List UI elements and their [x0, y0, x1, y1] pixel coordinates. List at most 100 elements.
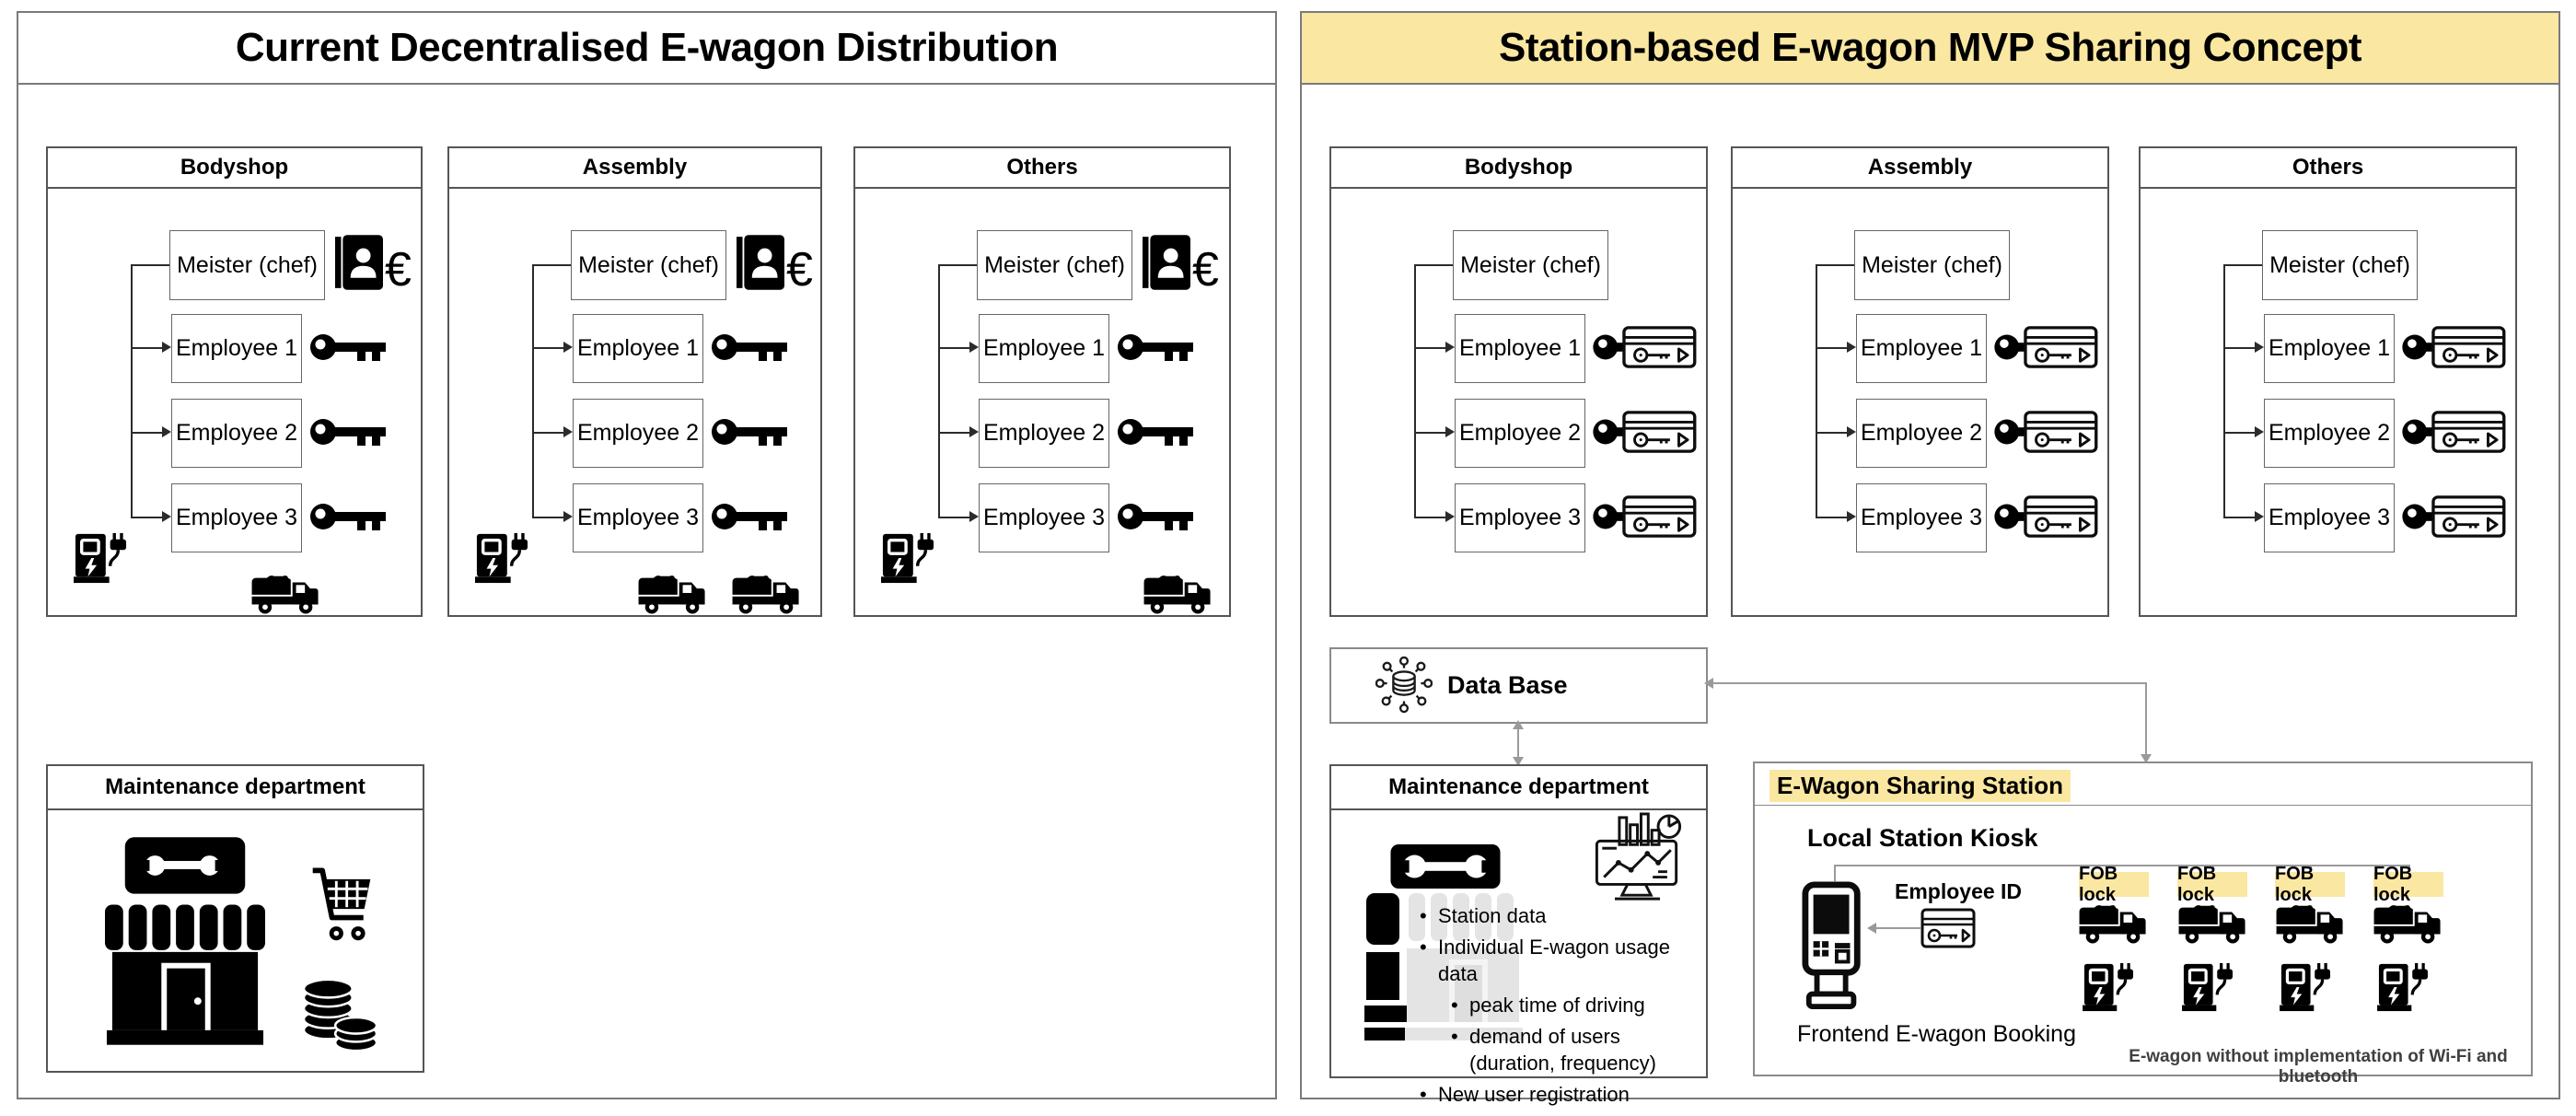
fob-lock-label: FOB lock — [2177, 864, 2247, 905]
employee-id-card-icon — [1920, 908, 1976, 948]
bullet-item: Station data — [1416, 902, 1694, 929]
dept-header: Assembly — [449, 148, 820, 189]
maintenance-header: Maintenance department — [48, 766, 423, 810]
key-fob-card-icon — [1992, 410, 2101, 454]
key-icon — [711, 329, 788, 366]
dump-truck-icon — [2176, 900, 2251, 944]
employee-box: Employee 1 — [2264, 314, 2395, 383]
connector-station-to-database — [1708, 682, 2147, 684]
euro-symbol: € — [385, 243, 412, 296]
fob-lock-label: FOB lock — [2275, 864, 2345, 905]
key-icon — [1117, 329, 1194, 366]
frontend-booking-label: Frontend E-wagon Booking — [1797, 1021, 2076, 1047]
dump-truck-icon — [1141, 570, 1216, 614]
charging-station-icon — [2280, 962, 2331, 1012]
employee-box: Employee 1 — [1856, 314, 1987, 383]
dept-others-right: Others Meister (chef) Employee 1 Employe… — [2139, 146, 2517, 617]
dept-header: Others — [855, 148, 1229, 189]
employee-box: Employee 1 — [979, 314, 1109, 383]
key-icon — [309, 329, 387, 366]
key-fob-card-icon — [1992, 325, 2101, 369]
left-panel: Current Decentralised E-wagon Distributi… — [17, 11, 1277, 1099]
meister-box: Meister (chef) — [1854, 230, 2010, 300]
dept-header: Others — [2141, 148, 2515, 189]
key-fob-card-icon — [2400, 410, 2509, 454]
contacts-book-icon — [335, 234, 383, 291]
database-label: Data Base — [1447, 671, 1568, 699]
employee-box: Employee 1 — [171, 314, 302, 383]
employee-box: Employee 3 — [979, 483, 1109, 552]
meister-box: Meister (chef) — [169, 230, 325, 300]
euro-symbol: € — [1192, 243, 1219, 296]
database-box: Data Base — [1329, 647, 1708, 724]
meister-box: Meister (chef) — [571, 230, 726, 300]
key-icon — [1117, 498, 1194, 535]
key-icon — [309, 413, 387, 450]
key-fob-card-icon — [1591, 494, 1700, 539]
dump-truck-icon — [2076, 900, 2152, 944]
employee-box: Employee 2 — [2264, 399, 2395, 468]
key-fob-card-icon — [1992, 494, 2101, 539]
maintenance-dept-left: Maintenance department — [46, 764, 424, 1073]
dump-truck-icon — [2273, 900, 2349, 944]
wifi-note: E-wagon without implementation of Wi-Fi … — [2129, 1047, 2508, 1087]
maintenance-header: Maintenance department — [1331, 766, 1706, 810]
employee-box: Employee 2 — [573, 399, 703, 468]
charging-station-icon — [475, 531, 528, 585]
maintenance-dept-right: Maintenance department Station data Indi… — [1329, 764, 1708, 1108]
contacts-book-icon — [737, 234, 784, 291]
dept-bodyshop-left: Bodyshop Meister (chef) € Employee 1 Emp… — [46, 146, 423, 617]
analytics-monitor-icon — [1595, 812, 1682, 904]
meister-box: Meister (chef) — [2262, 230, 2418, 300]
employee-box: Employee 3 — [1856, 483, 1987, 552]
dept-assembly-left: Assembly Meister (chef) € Employee 1 Emp… — [447, 146, 822, 617]
sharing-station-box: E-Wagon Sharing Station Local Station Ki… — [1753, 761, 2533, 1087]
bullet-item: peak time of driving — [1447, 992, 1694, 1018]
tree-line — [131, 264, 133, 517]
sharing-station-title: E-Wagon Sharing Station — [1770, 770, 2071, 802]
dept-header: Bodyshop — [48, 148, 421, 189]
key-fob-card-icon — [2400, 494, 2509, 539]
right-panel-title: Station-based E-wagon MVP Sharing Concep… — [1302, 13, 2559, 85]
key-fob-card-icon — [1591, 410, 1700, 454]
card-to-kiosk-arrow — [1873, 927, 1920, 929]
shopping-cart-icon — [307, 865, 376, 957]
kiosk-icon — [1801, 881, 1867, 1010]
euro-symbol: € — [786, 243, 813, 296]
meister-box: Meister (chef) — [977, 230, 1132, 300]
employee-box: Employee 1 — [1455, 314, 1585, 383]
charging-station-icon — [2377, 962, 2429, 1012]
kiosk-bus-line — [1834, 865, 2408, 866]
key-icon — [711, 498, 788, 535]
employee-box: Employee 3 — [171, 483, 302, 552]
right-panel: Station-based E-wagon MVP Sharing Concep… — [1300, 11, 2560, 1108]
key-icon — [309, 498, 387, 535]
dump-truck-icon — [249, 570, 324, 614]
dept-bodyshop-right: Bodyshop Meister (chef) Employee 1 Emplo… — [1329, 146, 1708, 617]
employee-box: Employee 2 — [1856, 399, 1987, 468]
employee-box: Employee 1 — [573, 314, 703, 383]
charging-station-icon — [2083, 962, 2134, 1012]
key-fob-card-icon — [1591, 325, 1700, 369]
repair-shop-icon — [105, 837, 265, 1047]
wrench-sign-icon — [1389, 844, 1502, 889]
employee-box: Employee 2 — [171, 399, 302, 468]
employee-box: Employee 2 — [979, 399, 1109, 468]
dept-others-left: Others Meister (chef) € Employee 1 Emplo… — [853, 146, 1231, 617]
employee-box: Employee 2 — [1455, 399, 1585, 468]
employee-box: Employee 3 — [1455, 483, 1585, 552]
maintenance-bullet-list: Station data Individual E-wagon usage da… — [1416, 902, 1694, 1112]
connector-database-maintenance — [1517, 726, 1519, 759]
coins-icon — [299, 976, 384, 1055]
database-network-icon — [1375, 657, 1433, 714]
kiosk-heading: Local Station Kiosk — [1807, 824, 2038, 852]
key-fob-card-icon — [2400, 325, 2509, 369]
employee-box: Employee 3 — [573, 483, 703, 552]
bullet-item: demand of users (duration, frequency) — [1447, 1023, 1694, 1076]
employee-id-label: Employee ID — [1895, 879, 2023, 903]
bullet-item: Individual E-wagon usage data — [1416, 934, 1694, 987]
bullet-item: New user registration — [1416, 1081, 1694, 1108]
meister-box: Meister (chef) — [1453, 230, 1608, 300]
key-icon — [1117, 413, 1194, 450]
